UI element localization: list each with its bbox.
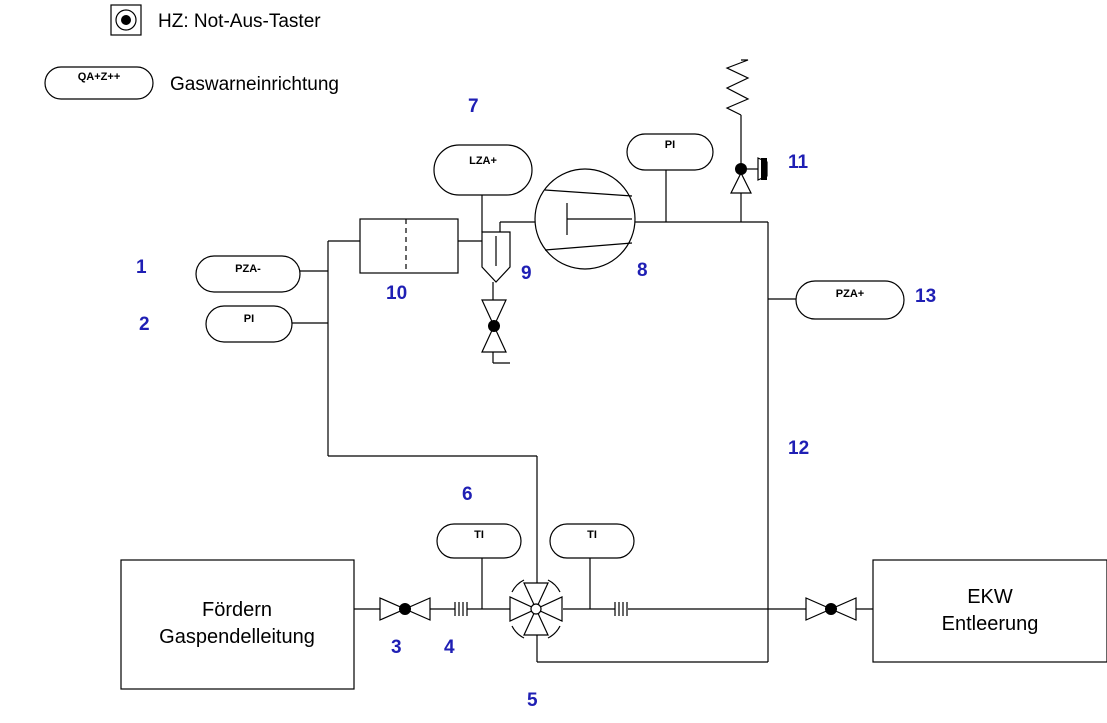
number-13: 13 — [915, 286, 936, 307]
four-way-valve-icon — [509, 579, 563, 639]
number-1: 1 — [136, 257, 147, 278]
number-3: 3 — [391, 637, 402, 658]
source-box: Fördern Gaspendelleitung — [120, 559, 355, 690]
instrument-pi-left: PI — [205, 305, 293, 343]
flex-coupling-icon-2 — [614, 602, 628, 616]
instrument-pza-plus-label: PZA+ — [836, 288, 864, 300]
piping — [292, 59, 873, 663]
position-numbers: 1 2 3 4 5 6 7 8 9 10 11 12 13 — [136, 96, 936, 711]
gas-warning-icon — [44, 66, 154, 100]
outlet-valve-icon — [805, 597, 857, 621]
instrument-pi-top: PI — [626, 133, 714, 171]
relief-valve-icon — [730, 157, 768, 194]
legend: HZ: Not-Aus-Taster QA+Z++ Gaswarneinrich… — [44, 4, 339, 100]
number-2: 2 — [139, 314, 150, 335]
instrument-lza-plus-label: LZA+ — [469, 155, 497, 167]
emergency-stop-legend-label: HZ: Not-Aus-Taster — [158, 11, 321, 32]
instrument-pi-top-label: PI — [665, 139, 675, 151]
instrument-pza-minus-label: PZA- — [235, 263, 261, 275]
separator-symbol — [481, 231, 511, 283]
number-6: 6 — [462, 484, 473, 505]
instrument-ti-left: TI — [436, 523, 522, 559]
filter-symbol — [359, 218, 459, 274]
number-12: 12 — [788, 438, 809, 459]
pump-icon — [534, 168, 636, 270]
number-11: 11 — [788, 152, 809, 173]
source-box-line1: Fördern — [202, 599, 272, 621]
inlet-valve-icon — [379, 597, 431, 621]
target-box-line1: EKW — [967, 586, 1013, 608]
number-7: 7 — [468, 96, 479, 117]
instrument-ti-left-label: TI — [474, 529, 484, 541]
number-9: 9 — [521, 263, 532, 284]
instrument-ti-right-label: TI — [587, 529, 597, 541]
target-box: EKW Entleerung — [872, 559, 1107, 663]
drain-valve-icon — [481, 299, 507, 353]
instrument-pza-minus: PZA- — [195, 255, 301, 293]
flex-coupling-icon — [454, 602, 468, 616]
number-5: 5 — [527, 690, 538, 711]
source-box-line2: Gaspendelleitung — [159, 626, 315, 648]
target-box-line2: Entleerung — [942, 613, 1039, 635]
instrument-ti-right: TI — [549, 523, 635, 559]
instrument-lza-plus: LZA+ — [433, 144, 533, 196]
gas-warning-tag: QA+Z++ — [78, 71, 121, 83]
instrument-pza-plus: PZA+ — [795, 280, 905, 320]
gas-warning-legend-label: Gaswarneinrichtung — [170, 74, 339, 95]
number-8: 8 — [637, 260, 648, 281]
number-4: 4 — [444, 637, 455, 658]
instrument-pi-left-label: PI — [244, 313, 254, 325]
number-10: 10 — [386, 283, 407, 304]
